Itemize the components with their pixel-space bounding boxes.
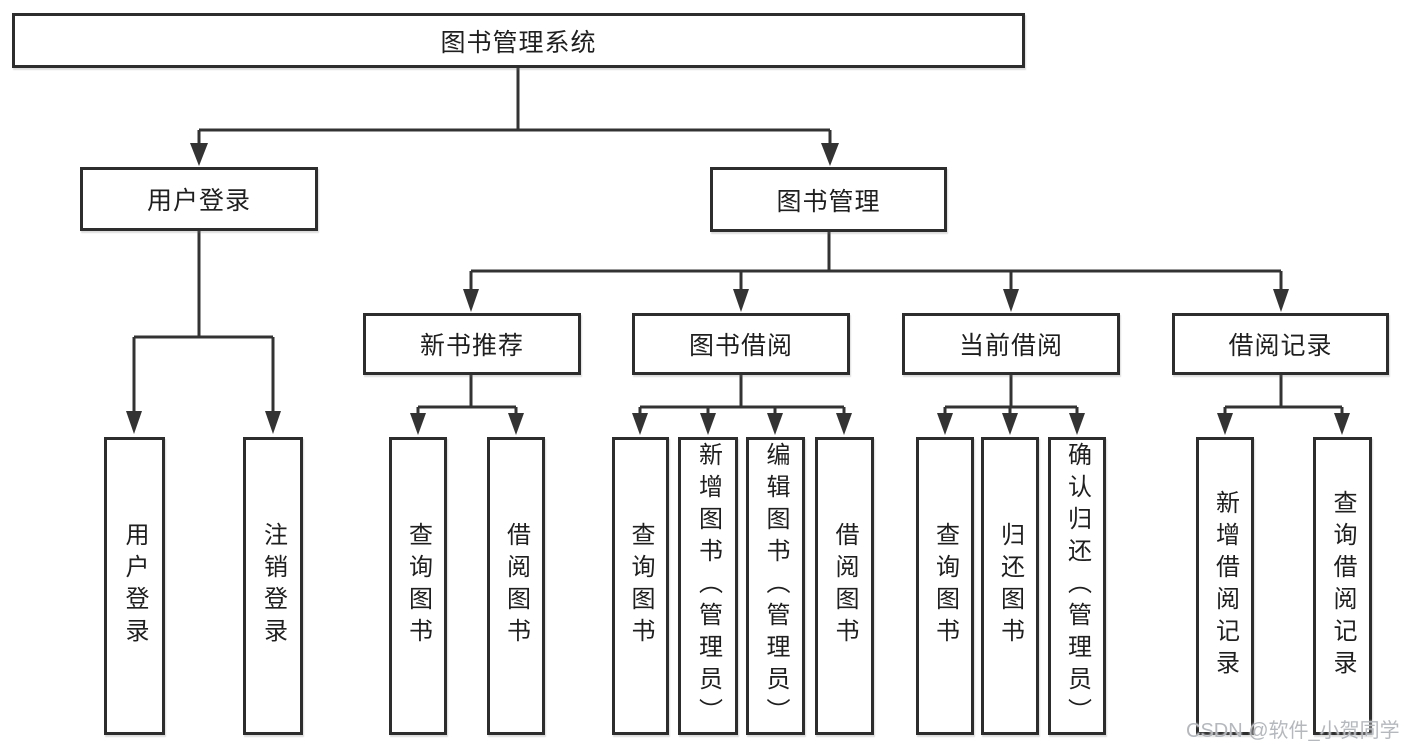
arrowhead: [1002, 413, 1018, 435]
arrowhead: [1003, 289, 1019, 312]
arrowhead: [821, 143, 839, 166]
leaf-return-books: 归还图书: [981, 437, 1039, 735]
leaf-query-books-recommend: 查询图书: [389, 437, 447, 735]
node-user-login-label: 用户登录: [146, 187, 251, 215]
node-new-book-recommendation: 新书推荐: [363, 313, 581, 375]
leaf-add-books-admin: 新增图书（管理员）: [678, 437, 738, 735]
arrowhead: [733, 289, 749, 312]
arrowhead: [700, 413, 716, 435]
node-current-borrowing-label: 当前借阅: [958, 332, 1063, 360]
arrowhead: [1273, 289, 1289, 312]
node-book-management: 图书管理: [710, 167, 947, 232]
arrowhead: [1217, 413, 1233, 435]
leaf-logout: 注销登录: [243, 437, 303, 735]
leaf-return-books-label: 归还图书: [996, 522, 1024, 650]
node-borrowing-records-label: 借阅记录: [1228, 332, 1333, 360]
node-library-management-system-label: 图书管理系统: [440, 28, 597, 57]
arrowhead: [937, 413, 953, 435]
leaf-edit-books-admin-label: 编辑图书（管理员）: [762, 442, 789, 730]
arrowhead: [410, 413, 426, 435]
leaf-borrow-books: 借阅图书: [815, 437, 874, 735]
node-book-borrowing: 图书借阅: [632, 313, 850, 375]
node-current-borrowing: 当前借阅: [902, 313, 1120, 375]
leaf-user-login-label: 用户登录: [121, 522, 148, 650]
leaf-query-books-borrow: 查询图书: [612, 437, 669, 735]
leaf-add-borrow-record-label: 新增借阅记录: [1211, 490, 1239, 682]
node-library-management-system: 图书管理系统: [12, 13, 1025, 68]
node-book-borrowing-label: 图书借阅: [688, 332, 793, 360]
csdn-watermark: CSDN @软件_小贺同学: [1186, 720, 1400, 742]
leaf-borrow-books-recommend: 借阅图书: [487, 437, 545, 735]
leaf-borrow-books-recommend-label: 借阅图书: [502, 522, 530, 650]
leaf-query-borrow-record: 查询借阅记录: [1313, 437, 1372, 735]
node-borrowing-records: 借阅记录: [1172, 313, 1389, 375]
node-new-book-recommendation-label: 新书推荐: [419, 332, 524, 360]
leaf-query-books-current: 查询图书: [916, 437, 974, 735]
arrowhead: [190, 143, 208, 166]
node-user-login: 用户登录: [80, 167, 318, 231]
arrowhead: [767, 413, 783, 435]
arrowhead: [632, 413, 648, 435]
leaf-query-books-borrow-label: 查询图书: [627, 522, 654, 650]
leaf-confirm-return-admin: 确认归还（管理员）: [1048, 437, 1106, 735]
leaf-query-books-current-label: 查询图书: [931, 522, 959, 650]
leaf-query-books-recommend-label: 查询图书: [404, 522, 432, 650]
leaf-add-borrow-record: 新增借阅记录: [1196, 437, 1254, 735]
node-book-management-label: 图书管理: [776, 187, 881, 216]
leaf-logout-label: 注销登录: [259, 522, 287, 650]
arrowhead: [126, 411, 142, 434]
leaf-confirm-return-admin-label: 确认归还（管理员）: [1063, 442, 1091, 730]
arrowhead: [508, 413, 524, 435]
arrowhead: [265, 411, 281, 434]
arrowhead: [463, 289, 479, 312]
leaf-add-books-admin-label: 新增图书（管理员）: [694, 442, 722, 730]
leaf-borrow-books-label: 借阅图书: [831, 522, 858, 650]
arrowhead: [1334, 413, 1350, 435]
leaf-query-borrow-record-label: 查询借阅记录: [1329, 490, 1356, 682]
leaf-edit-books-admin: 编辑图书（管理员）: [746, 437, 805, 735]
leaf-user-login: 用户登录: [104, 437, 165, 735]
arrowhead: [836, 413, 852, 435]
arrowhead: [1069, 413, 1085, 435]
